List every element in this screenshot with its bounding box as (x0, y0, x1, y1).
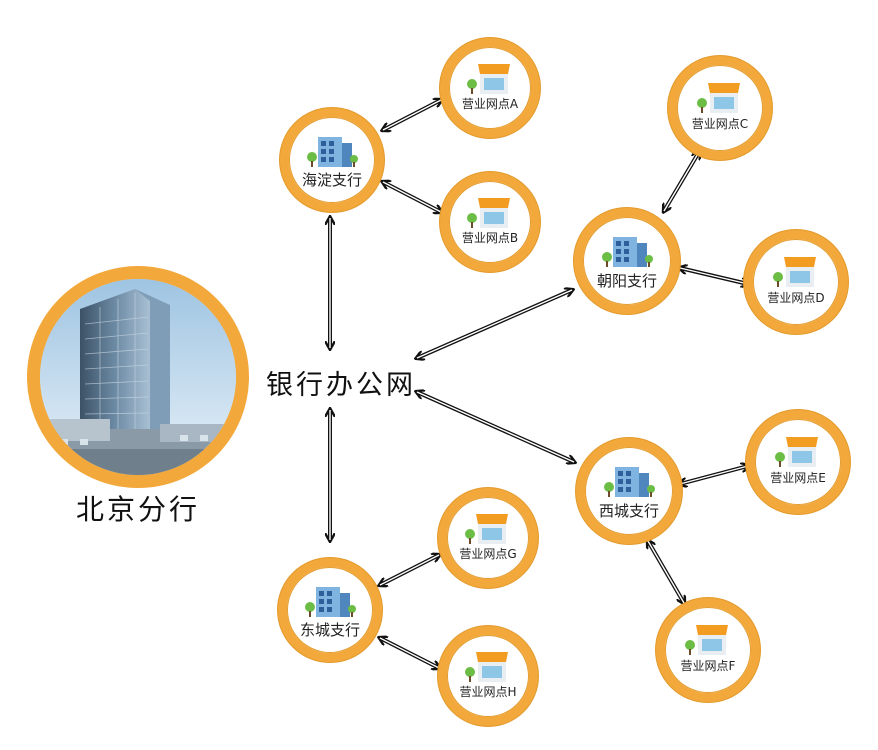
shop-icon (772, 433, 824, 475)
outlet-label: 营业网点D (767, 290, 825, 305)
branch-node-dongcheng: 东城支行 (278, 558, 382, 662)
arrow-haidian-A (383, 100, 441, 130)
branch-label: 海淀支行 (301, 170, 362, 189)
arrow-dongcheng-G (380, 555, 439, 585)
outlet-node-G: 营业网点G (438, 488, 538, 588)
branch-label: 东城支行 (299, 620, 360, 639)
outlet-node-C: 营业网点C (668, 56, 772, 160)
shop-icon (464, 194, 516, 236)
shop-icon (682, 621, 734, 663)
outlet-node-D: 营业网点D (744, 230, 848, 334)
outlet-node-H: 营业网点H (438, 626, 538, 726)
branch-label: 西城支行 (598, 501, 659, 520)
branch-node-chaoyang: 朝阳支行 (574, 208, 680, 314)
branch-node-xicheng: 西城支行 (576, 438, 682, 544)
arrow-hub-xicheng (417, 392, 574, 462)
office-network-label: 银行办公网 (266, 370, 416, 401)
outlet-label: 营业网点A (461, 96, 519, 111)
outlet-label: 营业网点G (459, 546, 517, 561)
shop-icon (464, 60, 516, 102)
outlet-label: 营业网点H (459, 684, 517, 699)
arrow-dongcheng-H (380, 638, 439, 668)
office-building-icon (601, 461, 657, 505)
arrow-chaoyang-D (680, 268, 748, 284)
branch-label: 朝阳支行 (596, 271, 657, 290)
outlet-node-F: 营业网点F (656, 598, 760, 702)
shop-icon (694, 79, 746, 121)
outlet-node-B: 营业网点B (440, 172, 540, 272)
shop-icon (462, 510, 514, 552)
branch-node-haidian: 海淀支行 (280, 108, 384, 212)
main-branch-label: 北京分行 (76, 493, 201, 526)
office-building-icon (304, 131, 360, 175)
arrow-chaoyang-C (664, 152, 699, 211)
arrow-xicheng-E (680, 466, 748, 484)
outlet-label: 营业网点C (691, 116, 749, 131)
main-branch-photo (27, 266, 249, 488)
arrow-haidian-B (383, 182, 441, 212)
office-building-icon (599, 231, 655, 275)
shop-icon (462, 648, 514, 690)
skyscraper-image (40, 279, 236, 475)
outlet-node-E: 营业网点E (746, 410, 850, 514)
arrow-xicheng-F (648, 541, 684, 603)
outlet-label: 营业网点E (770, 470, 826, 485)
arrow-hub-chaoyang (417, 290, 572, 358)
office-building-icon (302, 581, 358, 625)
outlet-label: 营业网点F (680, 658, 736, 673)
outlet-label: 营业网点B (461, 230, 519, 245)
shop-icon (770, 253, 822, 295)
outlet-node-A: 营业网点A (440, 38, 540, 138)
